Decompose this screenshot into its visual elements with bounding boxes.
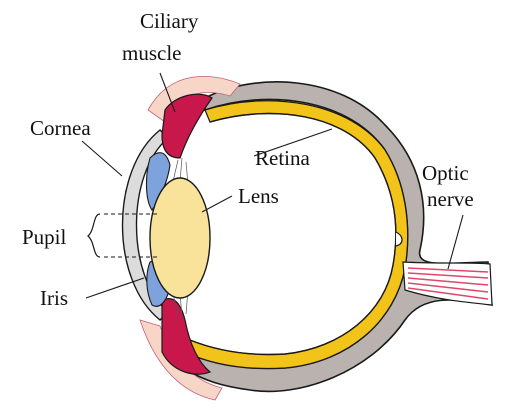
leader-optic-nerve bbox=[447, 214, 464, 270]
label-iris: Iris bbox=[40, 286, 68, 310]
label-ciliary-muscle-line1: Ciliary bbox=[140, 9, 199, 33]
label-optic-nerve-line2: nerve bbox=[427, 187, 474, 211]
label-cornea: Cornea bbox=[30, 116, 91, 140]
leader-iris bbox=[85, 277, 145, 299]
label-optic-nerve-line1: Optic bbox=[422, 161, 469, 185]
optic-nerve-fibers bbox=[407, 267, 489, 300]
leader-cornea bbox=[81, 140, 123, 177]
optic-disc bbox=[395, 231, 403, 247]
leader-lens bbox=[201, 195, 233, 213]
label-pupil: Pupil bbox=[22, 225, 67, 249]
label-lens: Lens bbox=[238, 184, 279, 208]
inner-wall bbox=[189, 112, 397, 356]
leader-retina bbox=[253, 128, 333, 157]
leader-ciliary-muscle bbox=[159, 72, 176, 113]
ciliary-muscle-bottom bbox=[161, 298, 212, 375]
optic-nerve-body bbox=[402, 261, 493, 306]
pupil-brace bbox=[87, 213, 101, 258]
label-ciliary-muscle-line2: muscle bbox=[122, 41, 181, 65]
pupil-dashed-lines bbox=[104, 213, 160, 258]
leader-lines bbox=[81, 72, 464, 299]
lens bbox=[149, 177, 211, 299]
label-retina: Retina bbox=[255, 146, 310, 170]
